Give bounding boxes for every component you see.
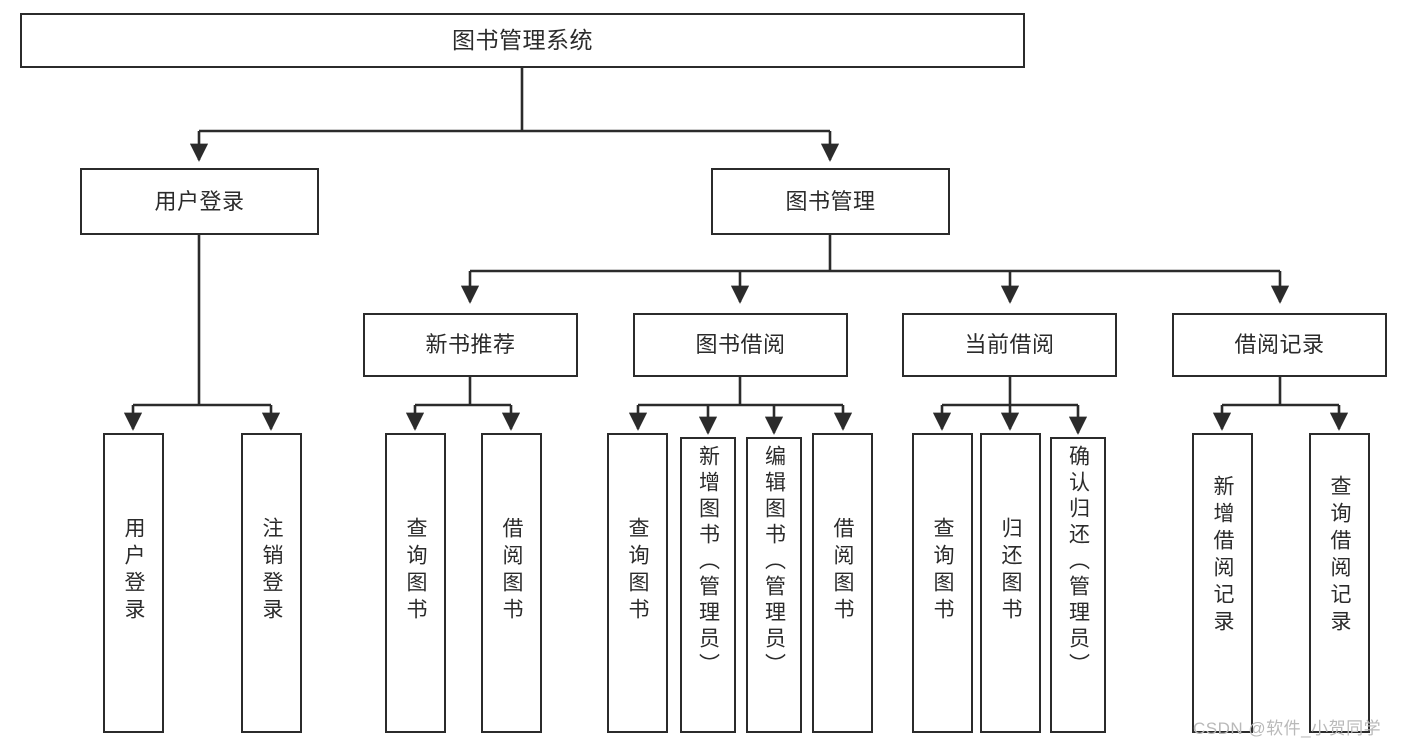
leaf-query-book-1-label: 查询图书 <box>404 517 427 625</box>
node-book-borrow[interactable]: 图书借阅 <box>633 313 848 377</box>
leaf-query-borrow-record-label: 查询借阅记录 <box>1328 475 1351 637</box>
leaf-borrow-book-1-label: 借阅图书 <box>500 517 523 625</box>
leaf-query-book-2-label: 查询图书 <box>626 517 649 625</box>
node-current-borrow[interactable]: 当前借阅 <box>902 313 1117 377</box>
leaf-logout-login-label: 注销登录 <box>260 517 283 625</box>
leaf-user-login-label: 用户登录 <box>122 517 145 625</box>
leaf-borrow-book-2-label: 借阅图书 <box>831 517 854 625</box>
node-root[interactable]: 图书管理系统 <box>20 13 1025 68</box>
leaf-user-login[interactable]: 用户登录 <box>103 433 164 733</box>
leaf-return-book-label: 归还图书 <box>999 517 1022 625</box>
node-user-login-label: 用户登录 <box>154 188 245 214</box>
leaf-add-book-admin[interactable]: 新增图书（管理员） <box>680 437 736 733</box>
leaf-confirm-return-admin-label: 确认归还（管理员） <box>1066 445 1090 679</box>
node-borrow-record-label: 借阅记录 <box>1234 332 1325 358</box>
leaf-edit-book-admin-label: 编辑图书（管理员） <box>762 445 786 679</box>
node-book-manage-label: 图书管理 <box>785 188 876 214</box>
leaf-query-book-3[interactable]: 查询图书 <box>912 433 973 733</box>
leaf-query-book-1[interactable]: 查询图书 <box>385 433 446 733</box>
leaf-query-borrow-record[interactable]: 查询借阅记录 <box>1309 433 1370 733</box>
leaf-confirm-return-admin[interactable]: 确认归还（管理员） <box>1050 437 1106 733</box>
node-user-login[interactable]: 用户登录 <box>80 168 319 235</box>
node-current-borrow-label: 当前借阅 <box>964 332 1055 358</box>
leaf-add-book-admin-label: 新增图书（管理员） <box>696 445 720 679</box>
leaf-borrow-book-2[interactable]: 借阅图书 <box>812 433 873 733</box>
node-book-borrow-label: 图书借阅 <box>695 332 786 358</box>
leaf-add-borrow-record[interactable]: 新增借阅记录 <box>1192 433 1253 733</box>
leaf-borrow-book-1[interactable]: 借阅图书 <box>481 433 542 733</box>
leaf-query-book-2[interactable]: 查询图书 <box>607 433 668 733</box>
leaf-edit-book-admin[interactable]: 编辑图书（管理员） <box>746 437 802 733</box>
node-book-manage[interactable]: 图书管理 <box>711 168 950 235</box>
leaf-add-borrow-record-label: 新增借阅记录 <box>1211 475 1234 637</box>
leaf-return-book[interactable]: 归还图书 <box>980 433 1041 733</box>
node-new-book-recommend-label: 新书推荐 <box>425 332 516 358</box>
leaf-query-book-3-label: 查询图书 <box>931 517 954 625</box>
node-new-book-recommend[interactable]: 新书推荐 <box>363 313 578 377</box>
node-root-label: 图书管理系统 <box>452 26 593 53</box>
leaf-logout-login[interactable]: 注销登录 <box>241 433 302 733</box>
csdn-watermark: CSDN @软件_小贺同学 <box>1193 719 1382 738</box>
node-borrow-record[interactable]: 借阅记录 <box>1172 313 1387 377</box>
